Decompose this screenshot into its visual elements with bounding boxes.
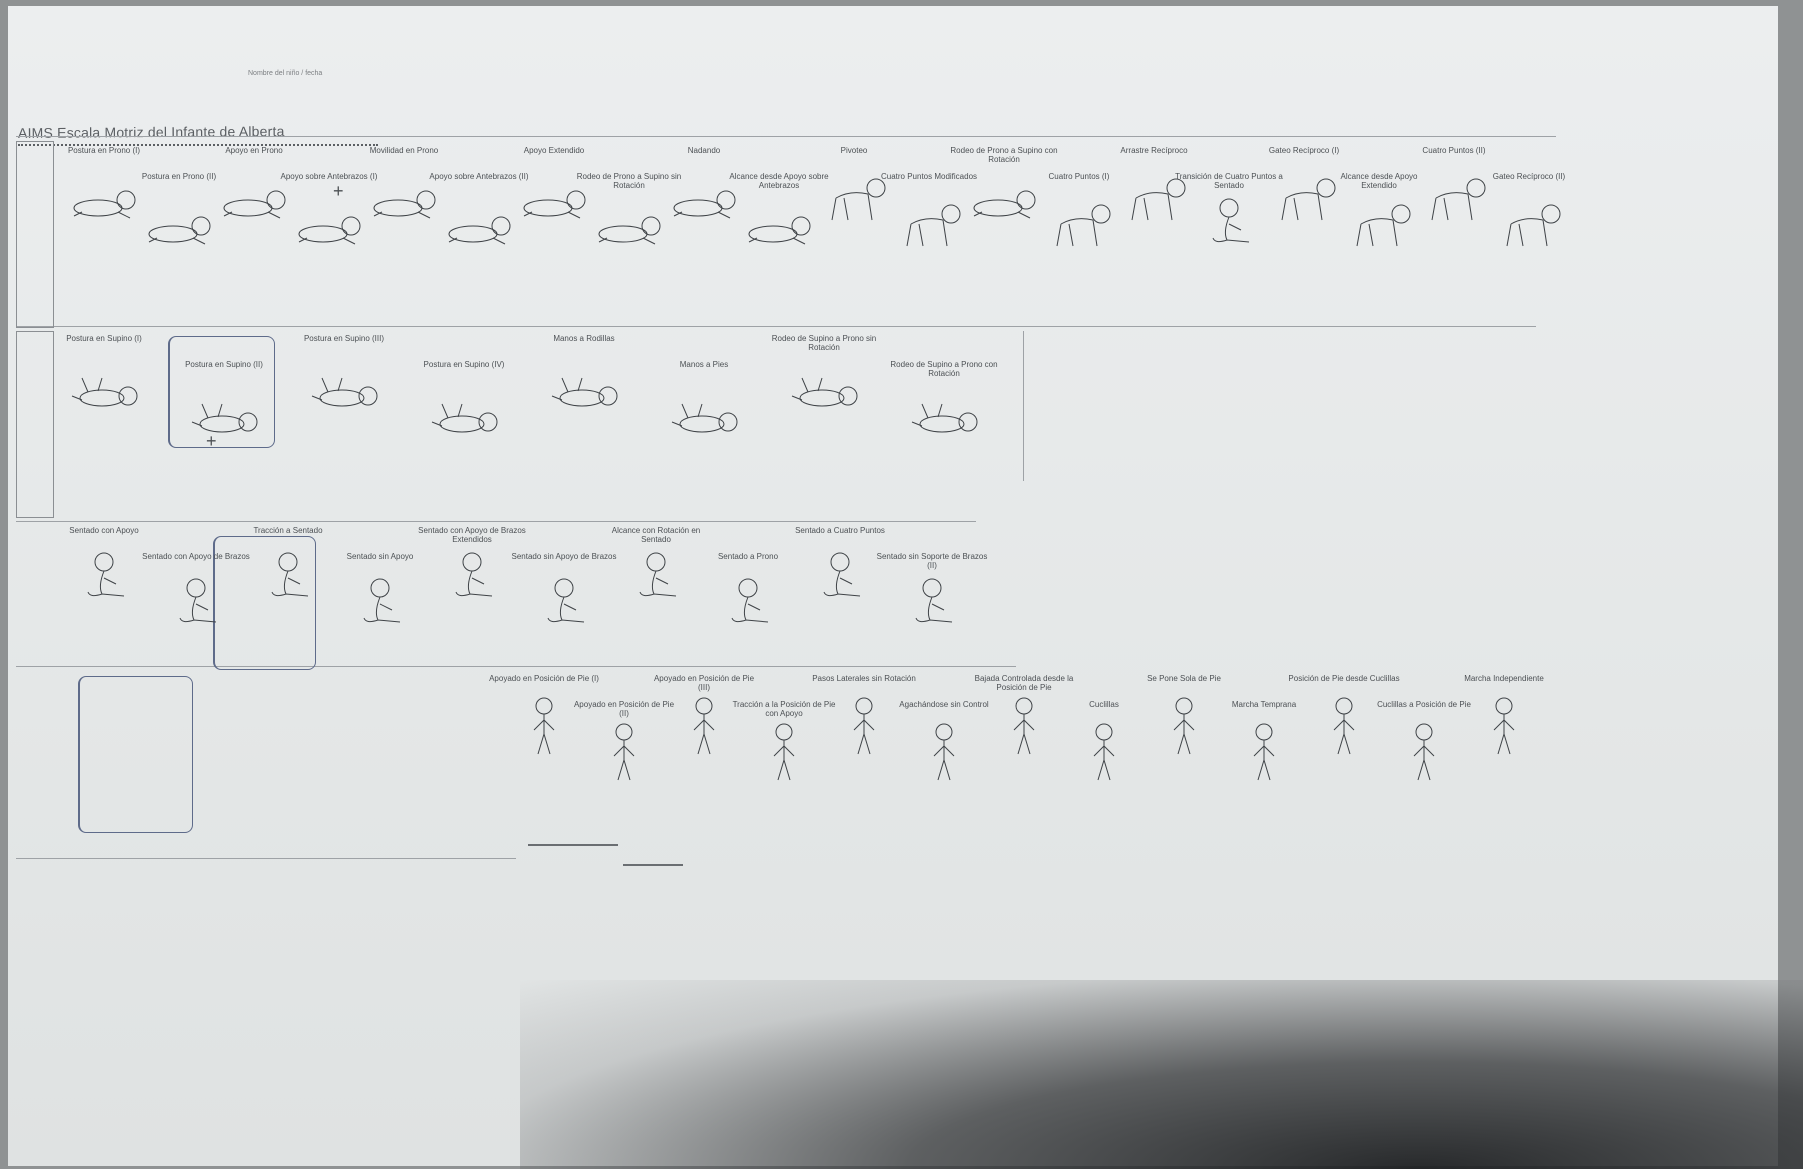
grid-line	[1023, 331, 1024, 481]
milestone-item: Postura en Supino (I)	[48, 334, 160, 484]
milestone-label: Apoyado en Posición de Pie (I)	[488, 674, 600, 694]
milestone-label: Apoyo en Prono	[198, 146, 310, 166]
milestone-label: Sentado sin Soporte de Brazos (II)	[876, 552, 988, 572]
milestone-label: Sentado con Apoyo de Brazos Extendidos	[416, 526, 528, 546]
sit-figure-icon	[436, 548, 508, 610]
chart-title: AIMS Escala Motriz del Infante de Albert…	[18, 123, 285, 141]
milestone-label: Postura en Supino (I)	[48, 334, 160, 354]
milestone-label: Postura en Prono (I)	[48, 146, 160, 166]
milestone-item: Rodeo de Supino a Prono con Rotación	[888, 360, 1000, 510]
photo-shadow	[520, 980, 1803, 1169]
milestone-label: Tracción a Sentado	[232, 526, 344, 546]
sit-figure-icon	[528, 574, 600, 636]
milestone-label: Movilidad en Prono	[348, 146, 460, 166]
milestone-label: Se Pone Sola de Pie	[1128, 674, 1240, 694]
header-note: Nombre del niño / fecha	[248, 70, 322, 77]
milestone-label: Rodeo de Supino a Prono sin Rotación	[768, 334, 880, 354]
milestone-item: Postura en Supino (IV)	[408, 360, 520, 510]
milestone-label: Cuatro Puntos (II)	[1398, 146, 1510, 166]
supine-figure-icon	[548, 356, 620, 418]
milestone-label: Marcha Independiente	[1448, 674, 1560, 694]
milestone-label: Pivoteo	[798, 146, 910, 166]
milestone-label: Alcance con Rotación en Sentado	[600, 526, 712, 546]
milestone-label: Gateo Recíproco (II)	[1473, 172, 1585, 192]
milestone-label: Postura en Supino (IV)	[408, 360, 520, 380]
grid-line	[16, 858, 516, 859]
milestone-label: Bajada Controlada desde la Posición de P…	[968, 674, 1080, 694]
milestone-label: Postura en Supino (II)	[168, 360, 280, 380]
supine-figure-icon	[188, 382, 260, 444]
milestone-label: Manos a Pies	[648, 360, 760, 380]
milestone-item: Gateo Recíproco (II)	[1473, 172, 1585, 322]
supine-figure-icon	[308, 356, 380, 418]
crawl-figure-icon	[1493, 194, 1565, 256]
milestone-item: Marcha Independiente	[1448, 674, 1560, 824]
supine-figure-icon	[668, 382, 740, 444]
milestone-item: Manos a Rodillas	[528, 334, 640, 484]
sit-figure-icon	[712, 574, 784, 636]
sit-figure-icon	[344, 574, 416, 636]
milestone-item: Rodeo de Supino a Prono sin Rotación	[768, 334, 880, 484]
sit-figure-icon	[804, 548, 876, 610]
milestone-label: Posición de Pie desde Cuclillas	[1288, 674, 1400, 694]
grid-line	[16, 521, 976, 522]
supine-figure-icon	[788, 356, 860, 418]
milestone-label: Nadando	[648, 146, 760, 166]
milestone-label: Postura en Supino (III)	[288, 334, 400, 354]
sit-figure-icon	[896, 574, 968, 636]
milestone-label: Sentado a Cuatro Puntos	[784, 526, 896, 546]
milestone-label: Gateo Recíproco (I)	[1248, 146, 1360, 166]
pencil-mark	[623, 864, 683, 866]
grid-line	[16, 136, 1556, 137]
sit-figure-icon	[68, 548, 140, 610]
supine-figure-icon	[68, 356, 140, 418]
milestone-item: Manos a Pies	[648, 360, 760, 510]
milestone-label: Manos a Rodillas	[528, 334, 640, 354]
milestone-label: Apoyado en Posición de Pie (III)	[648, 674, 760, 694]
milestone-label: Rodeo de Prono a Supino con Rotación	[948, 146, 1060, 166]
sit-figure-icon	[252, 548, 324, 610]
sit-figure-icon	[160, 574, 232, 636]
supine-figure-icon	[428, 382, 500, 444]
milestone-label: Apoyo Extendido	[498, 146, 610, 166]
stand-figure-icon	[1468, 696, 1540, 758]
milestone-label: Arrastre Recíproco	[1098, 146, 1210, 166]
milestone-label: Pasos Laterales sin Rotación	[808, 674, 920, 694]
milestone-label: Sentado con Apoyo	[48, 526, 160, 546]
supine-figure-icon	[908, 382, 980, 444]
milestone-item: Postura en Supino (III)	[288, 334, 400, 484]
milestone-item: Postura en Supino (II)	[168, 360, 280, 510]
milestone-label: Rodeo de Supino a Prono con Rotación	[888, 360, 1000, 380]
grid-line	[16, 326, 1536, 327]
sit-figure-icon	[620, 548, 692, 610]
